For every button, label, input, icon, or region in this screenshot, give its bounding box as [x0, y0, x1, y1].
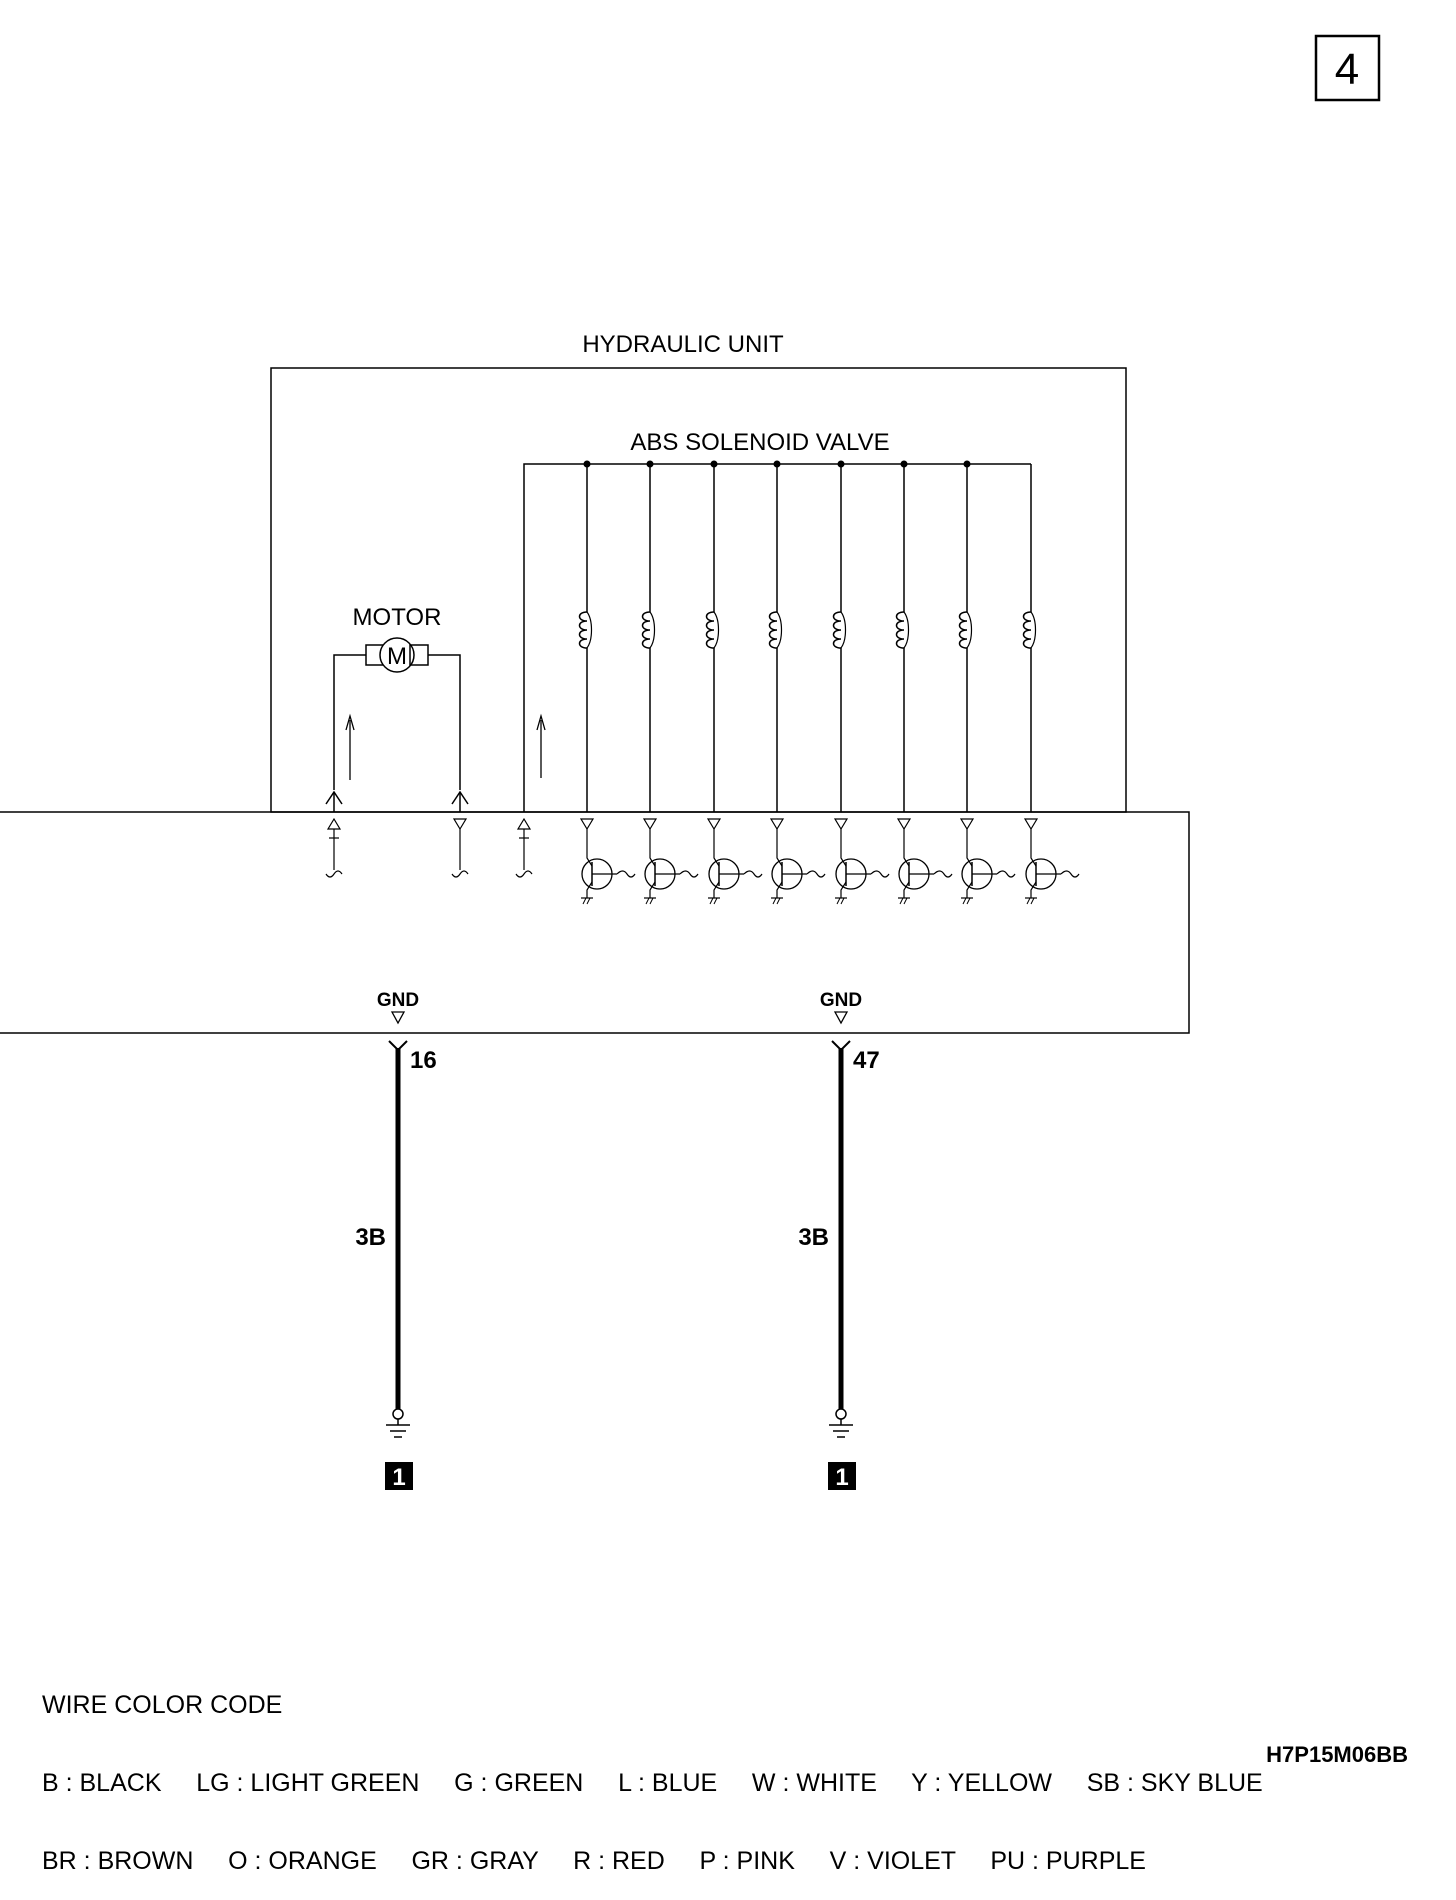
hydraulic-unit-label: HYDRAULIC UNIT: [582, 331, 784, 358]
figure-code: H7P15M06BB: [1266, 1742, 1408, 1767]
motor-symbol: M: [325, 637, 469, 812]
solenoid-channel-4: [768, 460, 826, 905]
solenoid-channel-8: [1022, 464, 1080, 905]
ecu-terminal-3: [515, 817, 533, 878]
gnd-left-label: GND: [377, 990, 419, 1011]
ground-circuit-right: GND 47 3B 1: [798, 990, 879, 1491]
page-number-box: [1314, 34, 1381, 102]
gnd-right-pin: 47: [853, 1047, 880, 1074]
solenoid-channel-2: [641, 460, 699, 905]
wire-color-legend: WIRE COLOR CODE B : BLACK LG : LIGHT GRE…: [42, 1640, 1263, 1900]
ecu-terminal-2: [451, 818, 469, 878]
solenoid-channel-5: [832, 460, 890, 905]
legend-title: WIRE COLOR CODE: [42, 1691, 283, 1719]
abs-ecu-box: [0, 811, 1190, 1034]
gnd-left-ref: 1: [392, 1464, 405, 1491]
solenoid-channel-3: [705, 460, 763, 905]
ecu-terminal-1: [325, 817, 343, 878]
legend-line-2: BR : BROWN O : ORANGE GR : GRAY R : RED …: [42, 1847, 1146, 1875]
gnd-right-ref: 1: [835, 1464, 848, 1491]
solenoid-bank: [578, 460, 1080, 905]
gnd-left-wire: 3B: [355, 1224, 386, 1251]
motor-label: MOTOR: [353, 604, 442, 631]
legend-line-1: B : BLACK LG : LIGHT GREEN G : GREEN L :…: [42, 1769, 1263, 1797]
wiring-diagram: 4 HYDRAULIC UNIT ABS SOLENOID VALVE MOTO…: [0, 34, 1381, 1491]
gnd-right-label: GND: [820, 990, 862, 1011]
gnd-right-wire: 3B: [798, 1224, 829, 1251]
ecu-input-terminals: [325, 817, 533, 878]
solenoid-channel-6: [895, 460, 953, 905]
valve-power-feed: [523, 463, 1031, 812]
gnd-left-pin: 16: [410, 1047, 437, 1074]
abs-solenoid-valve-label: ABS SOLENOID VALVE: [630, 429, 889, 456]
solenoid-channel-1: [578, 460, 636, 905]
motor-m-letter: M: [387, 643, 407, 670]
page-number: 4: [1335, 45, 1359, 94]
solenoid-channel-7: [958, 460, 1016, 905]
ground-circuit-left: GND 16 3B 1: [355, 990, 436, 1491]
